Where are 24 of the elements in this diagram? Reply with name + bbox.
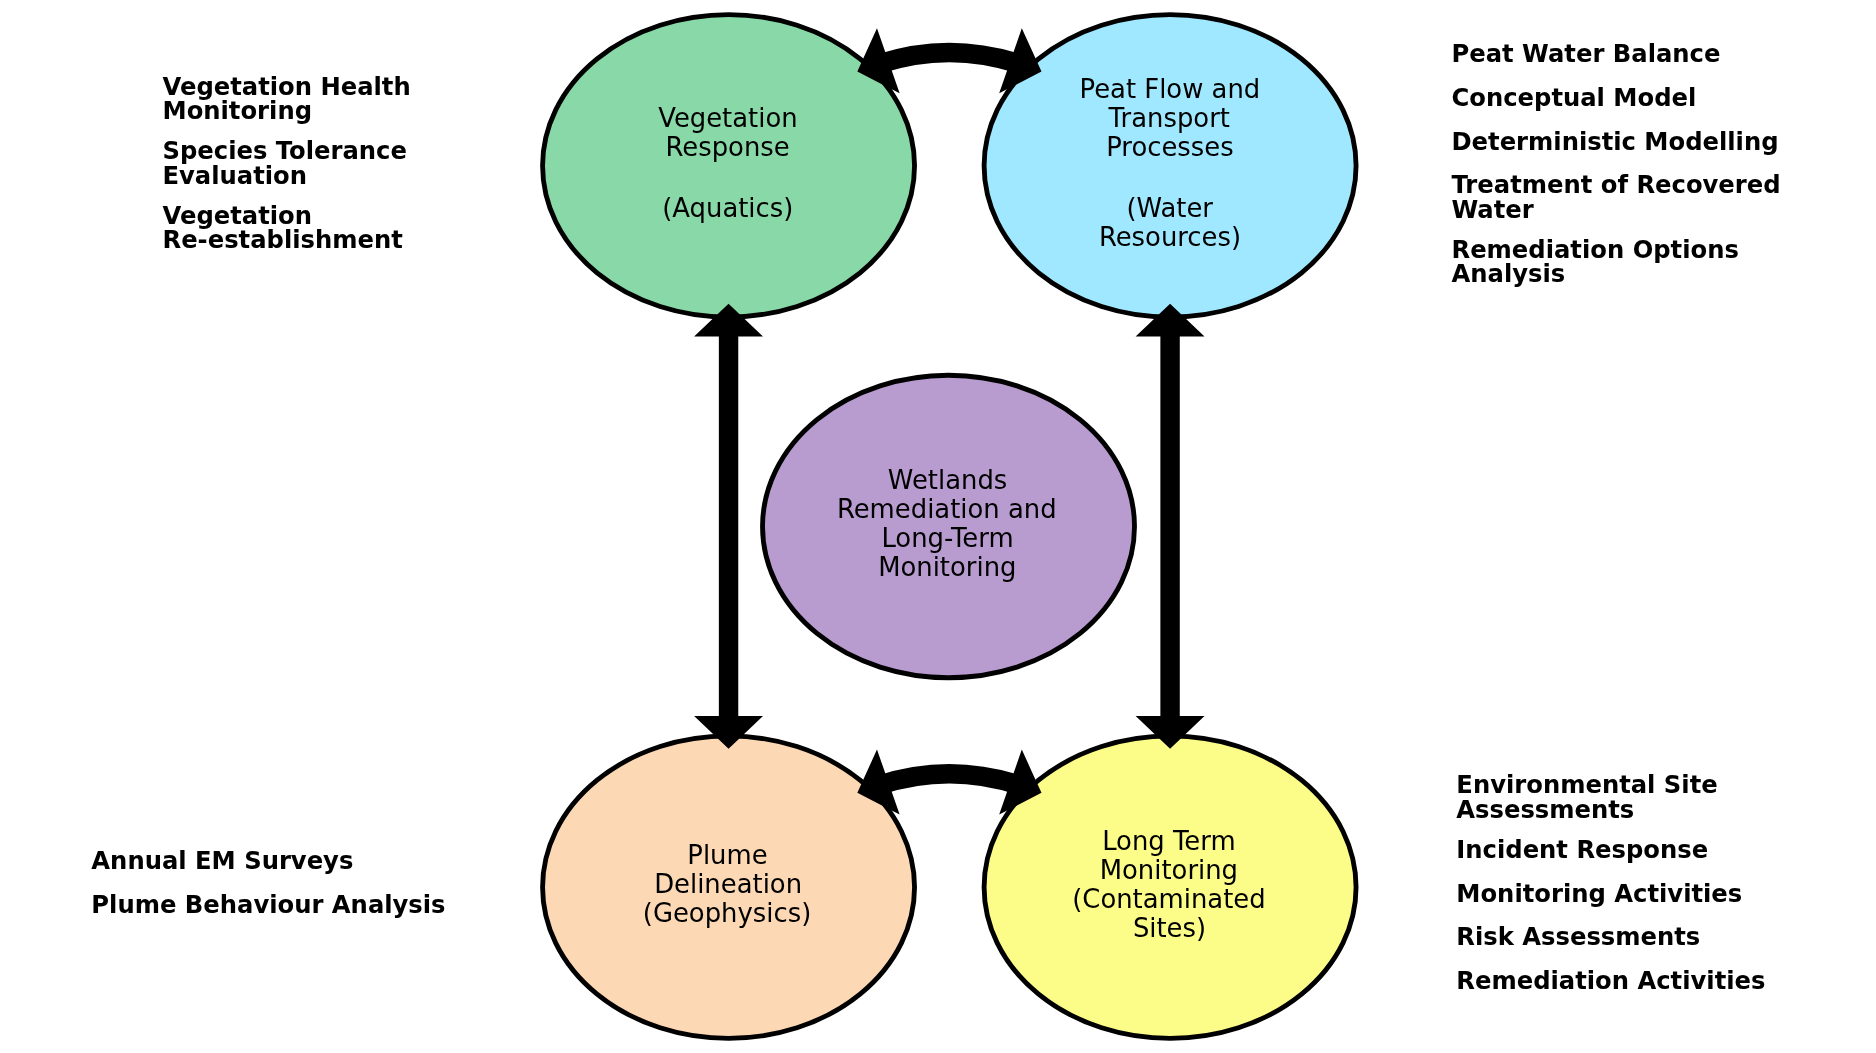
node-ellipse: Vegetation Response (Aquatics)	[540, 12, 917, 320]
node-ellipse: Wetlands Remediation and Long-Term Monitoring	[760, 372, 1137, 681]
node-label: Peat Water Balance	[1451, 39, 1721, 69]
node-ellipse: Peat Flow and Transport Processes (Water Resources)	[981, 12, 1359, 320]
node-label: Incident Response	[1456, 835, 1709, 865]
node-label: Remediation Options Analysis	[1451, 235, 1739, 289]
node-label: Species Tolerance Evaluation	[162, 136, 407, 190]
arrow	[857, 28, 1042, 94]
node-ellipse: Long Term Monitoring (Contaminated Sites)	[981, 733, 1359, 1041]
node-label: Deterministic Modelling	[1451, 126, 1779, 156]
node-label: Treatment of Recovered Water	[1451, 170, 1781, 224]
node-label: Annual EM Surveys	[91, 846, 354, 876]
node-label: Vegetation Re-establishment	[162, 201, 403, 255]
arrow	[1135, 303, 1205, 749]
node-ellipse: Plume Delineation (Geophysics)	[540, 733, 917, 1041]
node-label: Risk Assessments	[1456, 922, 1701, 952]
node-label: Conceptual Model	[1451, 83, 1697, 112]
arrow	[857, 749, 1042, 815]
node-label: Vegetation Health Monitoring	[162, 71, 411, 125]
node-label: Remediation Activities	[1456, 966, 1766, 996]
arrow	[694, 303, 764, 749]
node-label: Environmental Site Assessments	[1456, 770, 1718, 824]
node-label: Plume Behaviour Analysis	[91, 890, 446, 920]
node-label: Monitoring Activities	[1456, 878, 1743, 908]
